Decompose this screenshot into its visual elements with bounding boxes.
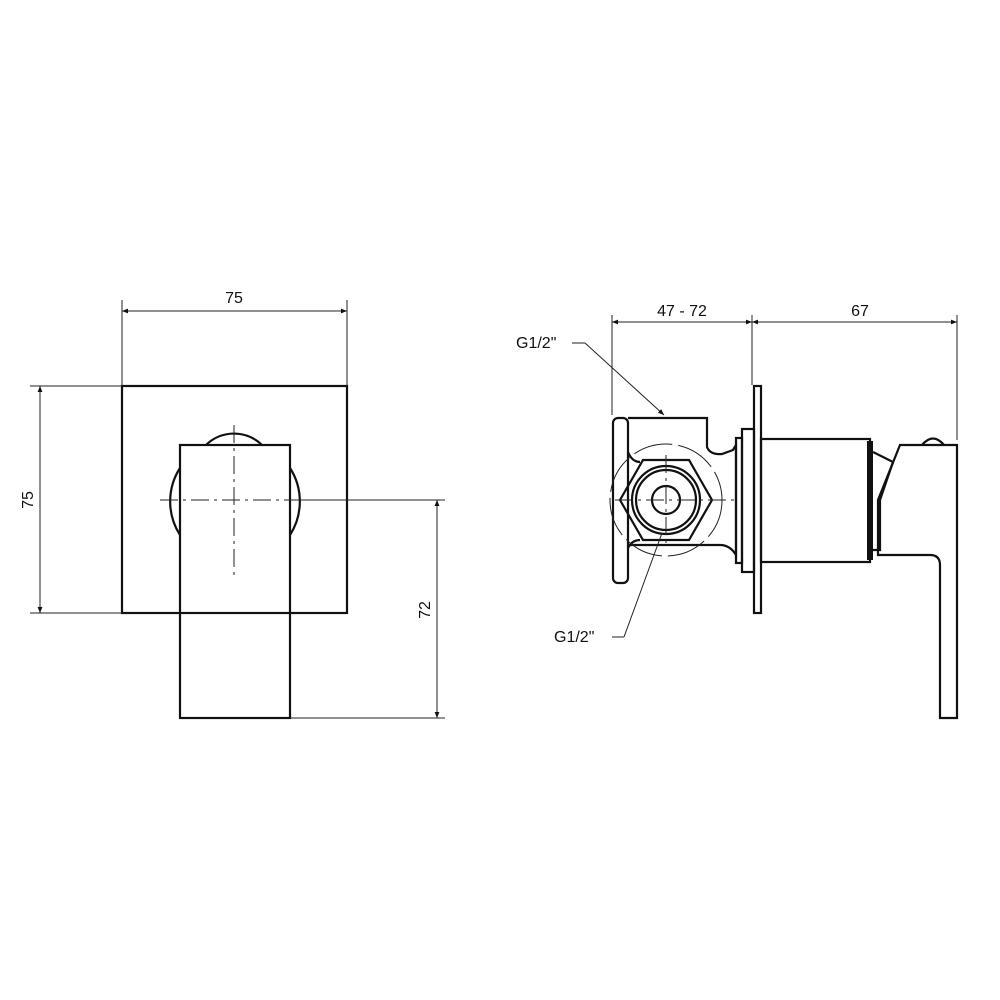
dim-depth-label: 47 - 72 [657, 303, 707, 320]
dim-height-label: 75 [20, 491, 37, 509]
thread-label-top: G1/2" [516, 335, 556, 352]
lever-side [876, 443, 959, 720]
lever-handle [178, 443, 292, 720]
leader-line-top [584, 342, 665, 416]
dim-lever-drop-label: 72 [417, 601, 434, 619]
cover-ring [740, 427, 756, 574]
thread-label-bottom: G1/2" [554, 629, 594, 646]
lever-neck [872, 451, 895, 552]
cartridge-cylinder [759, 437, 872, 564]
valve-body [626, 416, 738, 559]
dim-width-label: 75 [225, 290, 243, 307]
side-view: 47 - 72 67 G1/2" G1/2" [516, 303, 959, 720]
lever-knob [921, 437, 945, 446]
front-view: 75 75 72 [20, 290, 445, 720]
dark-ring [867, 441, 873, 560]
cartridge-ring-arcs [169, 432, 301, 536]
leader-line-bottom [623, 532, 663, 638]
dim-projection-label: 67 [851, 303, 869, 320]
